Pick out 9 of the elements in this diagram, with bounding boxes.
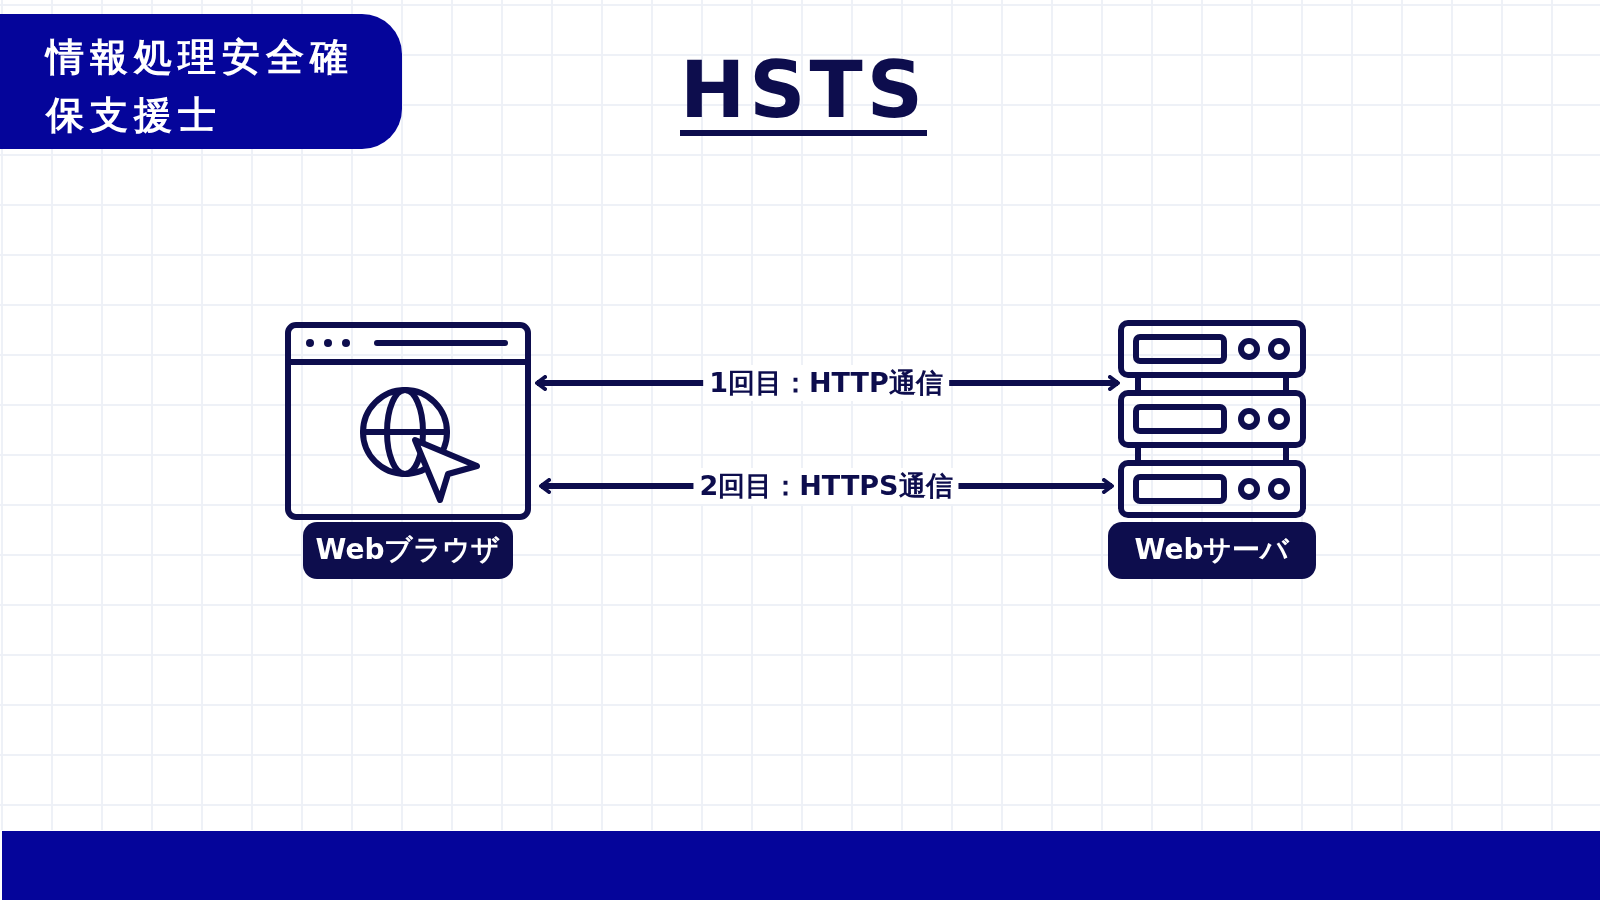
browser-window-drawing [285,322,531,520]
server-rack-drawing [1118,320,1306,520]
name-label: Webブラウザ [303,522,513,579]
edge-label: 2回目：HTTPS通信 [693,468,959,504]
title: HSTS [680,50,927,136]
name-label: Webサーバ [1108,522,1316,579]
title-badge [0,14,402,149]
edge-label: 1回目：HTTP通信 [703,365,949,401]
badge-text: 情報処理安全確保支援士 [46,34,355,139]
